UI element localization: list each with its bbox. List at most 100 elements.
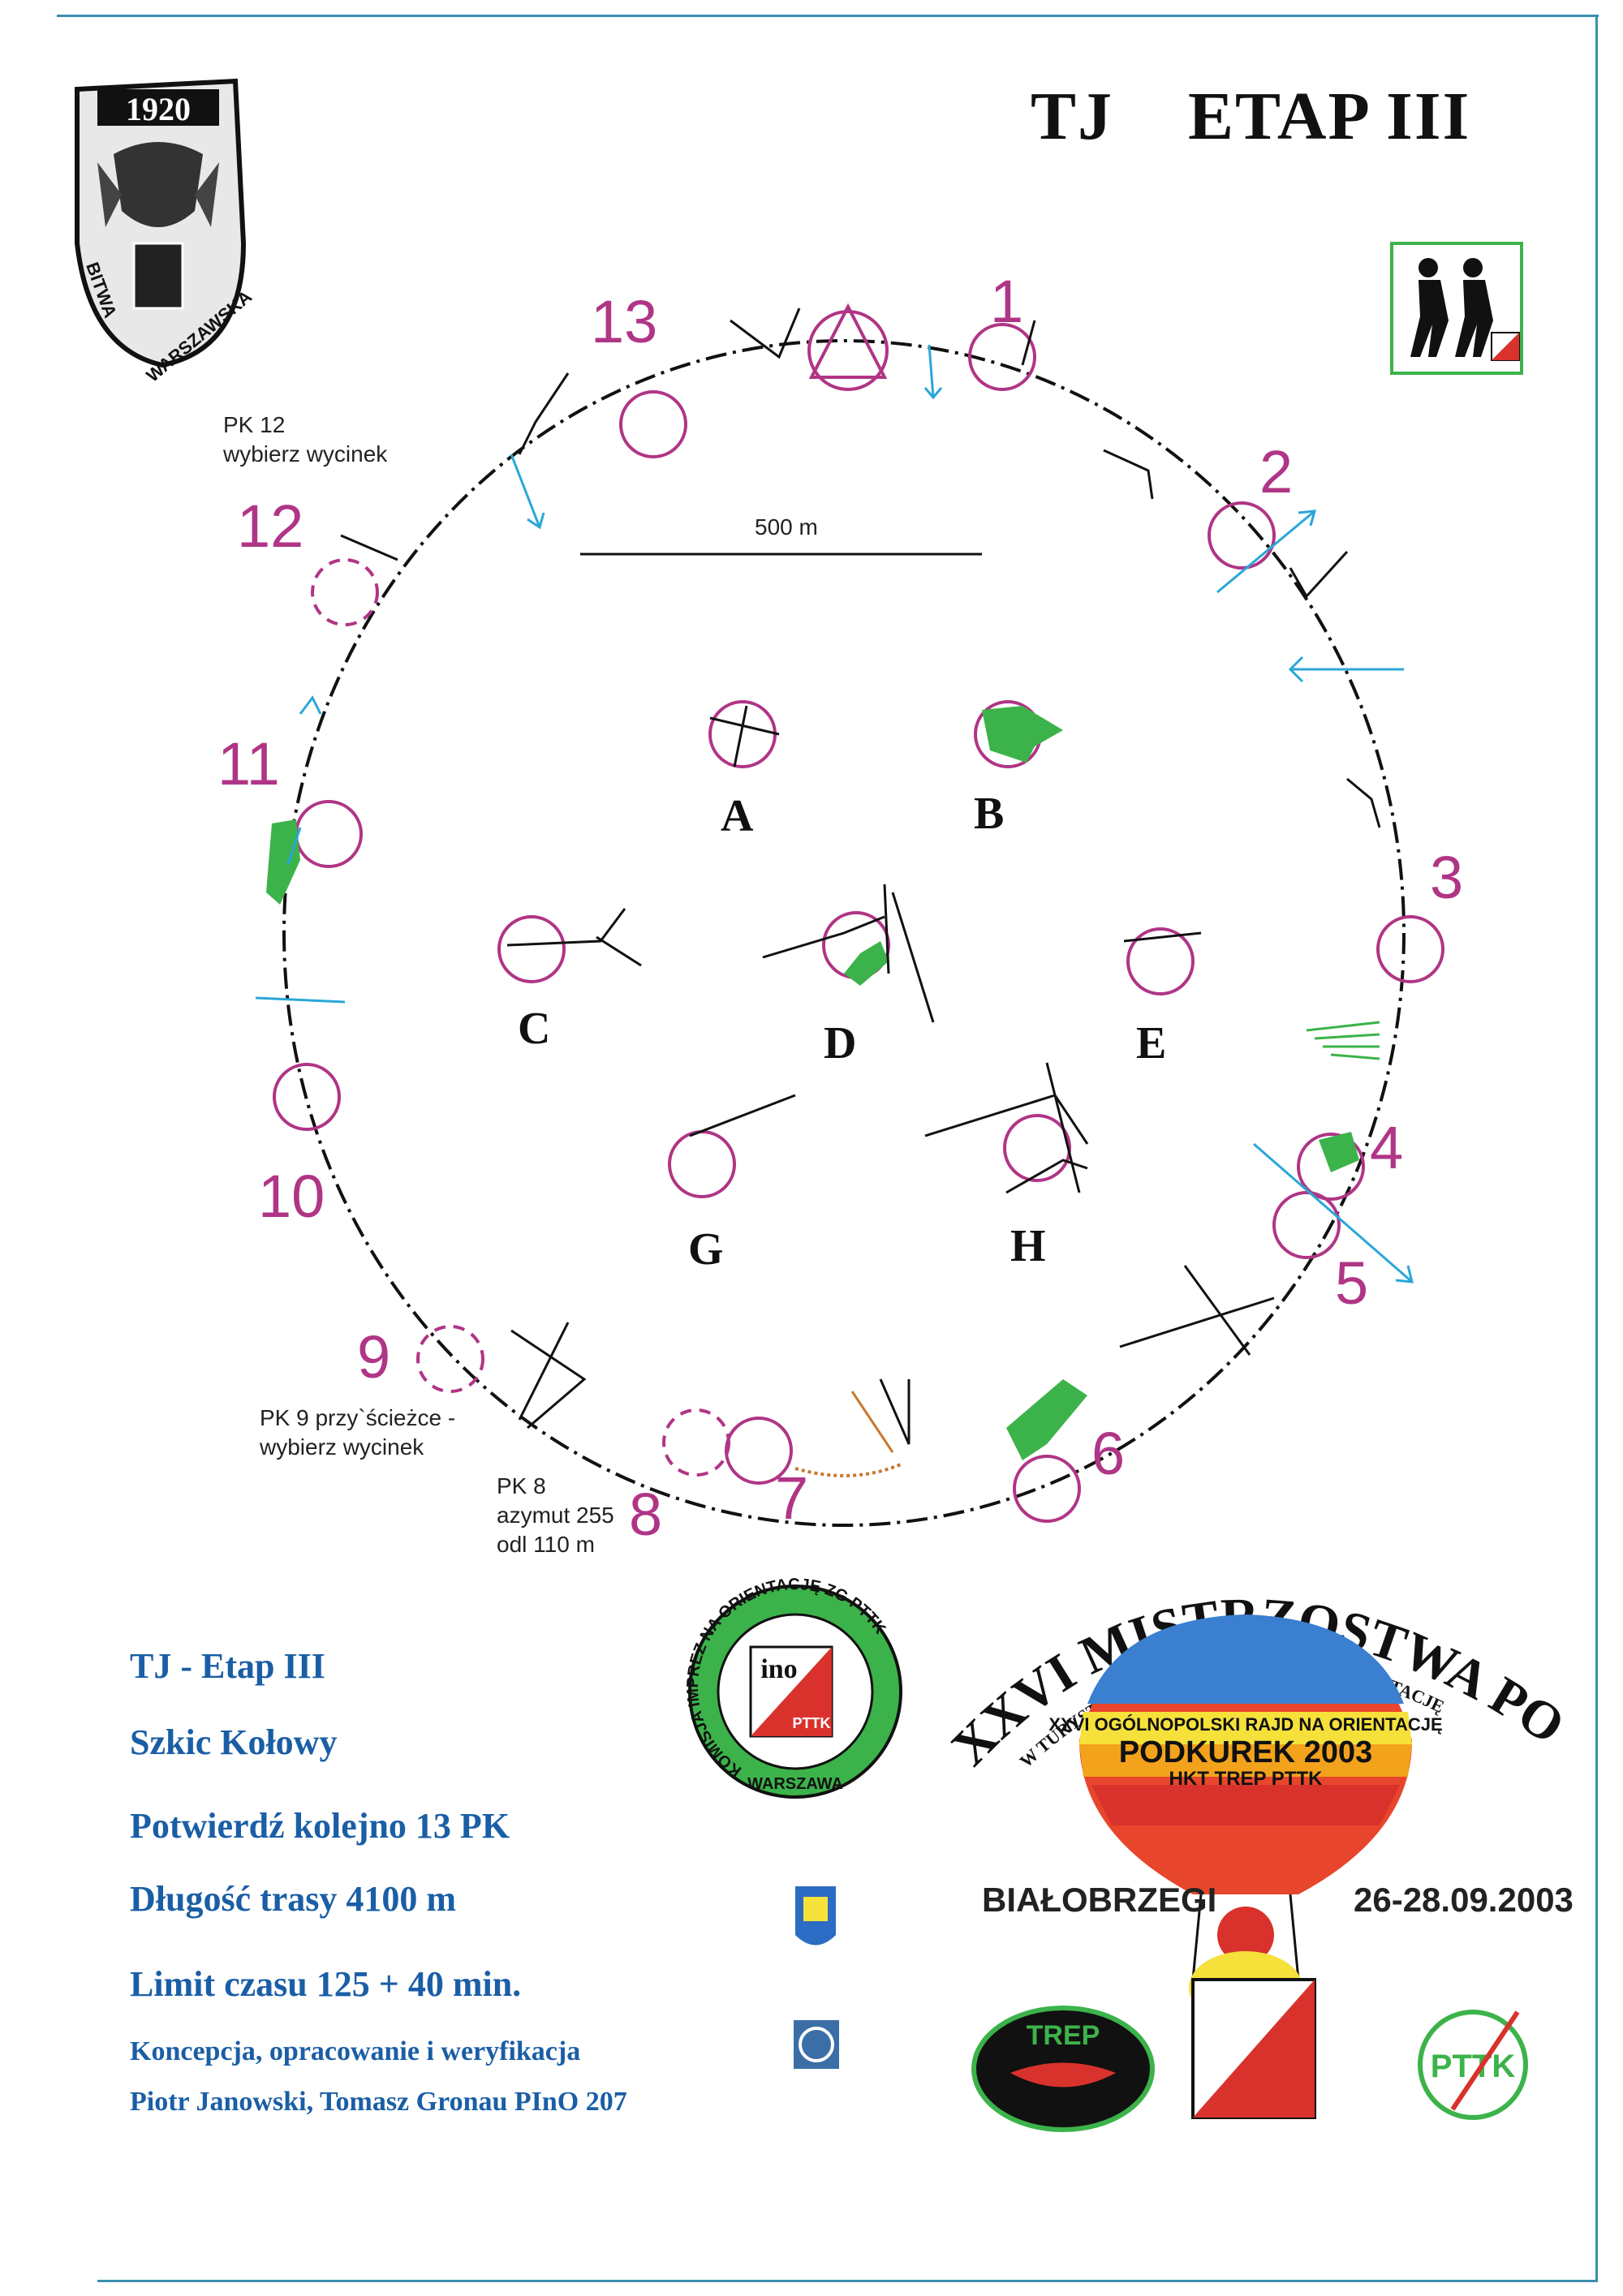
balloon-line3: HKT TREP PTTK <box>1169 1768 1324 1790</box>
path-line <box>730 307 801 359</box>
svg-text:XXVI MISTRZOSTWA POLSKI: XXVI MISTRZOSTWA POLSKI <box>0 0 1575 1777</box>
venue-text: BIAŁOBRZEGI <box>982 1881 1217 1919</box>
dates-text: 26-28.09.2003 <box>1354 1881 1573 1919</box>
county-crest-icon <box>794 2020 839 2069</box>
control-circle-6 <box>1013 1455 1081 1523</box>
control-number-2: 2 <box>1259 438 1294 505</box>
info-controls: Potwierdź kolejno 13 PK <box>130 1806 510 1846</box>
arrow-icon <box>286 827 302 865</box>
option-label-e: E <box>1136 1018 1167 1068</box>
note-pk8-line1: PK 8 <box>497 1473 546 1498</box>
control-circle-10 <box>273 1063 341 1131</box>
info-credits-names: Piotr Janowski, Tomasz Gronau PInO 207 <box>130 2087 627 2117</box>
balloon-line1: XXVI OGÓLNOPOLSKI RAJD NA ORIENTACJĘ <box>1048 1714 1442 1735</box>
control-circle-4 <box>1297 1133 1365 1201</box>
vegetation-patch <box>844 941 889 986</box>
frame-right-line <box>1595 15 1598 2282</box>
arrow-icon <box>510 454 545 530</box>
path-line <box>510 1329 587 1430</box>
arrow-icon <box>923 344 943 400</box>
note-pk9-line1: PK 9 przy`ścieżce - <box>260 1405 456 1430</box>
route-circle <box>282 339 1406 1527</box>
info-title: TJ - Etap III <box>130 1646 325 1686</box>
info-time-limit: Limit czasu 125 + 40 min. <box>130 1964 522 2004</box>
event-arc-text: XXVI MISTRZOSTWA POLSKI <box>0 0 1575 1777</box>
note-pk8-line3: odl 110 m <box>497 1532 595 1557</box>
ino-bottom-text: WARSZAWA <box>747 1775 843 1793</box>
emblem-year: 1920 <box>126 91 191 127</box>
ino-center-text: ino <box>760 1654 797 1684</box>
info-length: Długość trasy 4100 m <box>130 1879 457 1919</box>
control-circle-5 <box>1272 1191 1341 1259</box>
option-label-g: G <box>688 1224 724 1275</box>
arrow-icon <box>299 695 322 715</box>
note-pk12: PK 12 wybierz wycinek <box>223 411 387 469</box>
control-number-5: 5 <box>1335 1249 1369 1317</box>
trep-logo: TREP <box>971 2006 1155 2132</box>
vegetation-patch <box>982 706 1063 763</box>
control-circle-8 <box>662 1408 730 1477</box>
path-line <box>340 534 398 561</box>
control-number-12: 12 <box>237 492 304 560</box>
option-label-c: C <box>518 1004 551 1054</box>
arrow-icon <box>1253 1142 1414 1283</box>
control-number-6: 6 <box>1091 1420 1126 1487</box>
page-title: TJ ETAP III <box>1031 79 1471 154</box>
option-circle-e <box>1126 927 1195 995</box>
frame-bottom-line <box>97 2280 1597 2282</box>
option-label-h: H <box>1010 1221 1046 1271</box>
path-line <box>518 372 570 455</box>
path-line <box>689 1094 796 1137</box>
path-line <box>1183 1265 1251 1356</box>
path-line <box>1103 449 1154 500</box>
control-circle-13 <box>619 390 687 458</box>
path-line <box>709 705 780 767</box>
vegetation-patch <box>1319 1132 1359 1172</box>
option-label-b: B <box>974 789 1005 839</box>
hatched-area <box>1306 1021 1380 1060</box>
frame-top-line <box>57 15 1599 17</box>
control-number-3: 3 <box>1430 844 1464 911</box>
ino-logo: KOMISJA IMPREZ NA ORIENTACJĘ ZG PTTK WAR… <box>684 1576 902 1799</box>
arrow-icon <box>255 996 346 1004</box>
note-pk9-line2: wybierz wycinek <box>260 1434 424 1460</box>
path-line <box>1346 777 1381 828</box>
control-circle-2 <box>1208 501 1276 570</box>
path-line <box>1021 320 1036 366</box>
control-circle-9 <box>416 1325 484 1393</box>
path-line <box>1119 1296 1275 1348</box>
path-line <box>1123 931 1202 943</box>
control-number-8: 8 <box>629 1481 663 1548</box>
event-logo: XXVI MISTRZOSTWA POLSKI W TURYSTYCZNYCH … <box>0 0 1575 2119</box>
option-label-d: D <box>824 1018 857 1068</box>
pttk-logo: PTTK <box>1418 2010 1528 2120</box>
control-number-4: 4 <box>1370 1114 1404 1181</box>
control-number-9: 9 <box>357 1323 391 1391</box>
path-line <box>1289 550 1349 599</box>
control-number-11: 11 <box>217 730 280 798</box>
control-circle-3 <box>1376 915 1444 983</box>
info-subtitle: Szkic Kołowy <box>130 1722 338 1762</box>
control-number-10: 10 <box>258 1163 325 1230</box>
vegetation-patch <box>1006 1379 1087 1460</box>
note-pk8-line2: azymut 255 <box>497 1503 614 1528</box>
note-pk9: PK 9 przy`ścieżce - wybierz wycinek <box>260 1404 455 1462</box>
trail-line <box>850 1391 894 1453</box>
note-pk8: PK 8 azymut 255 odl 110 m <box>497 1472 614 1559</box>
info-credits-heading: Koncepcja, opracowanie i weryfikacja <box>130 2036 581 2066</box>
note-pk12-line1: PK 12 <box>223 412 286 437</box>
path-line <box>762 884 935 1023</box>
control-circle-12 <box>311 558 379 626</box>
control-number-7: 7 <box>775 1464 809 1532</box>
control-circle-1 <box>968 323 1036 391</box>
city-crest-icon <box>795 1886 836 1946</box>
balloon-line2: PODKUREK 2003 <box>1119 1735 1373 1769</box>
note-pk12-line2: wybierz wycinek <box>223 441 388 467</box>
arrow-icon <box>1288 656 1404 683</box>
ino-pttk-text: PTTK <box>793 1715 831 1731</box>
trep-text: TREP <box>1027 2020 1100 2051</box>
